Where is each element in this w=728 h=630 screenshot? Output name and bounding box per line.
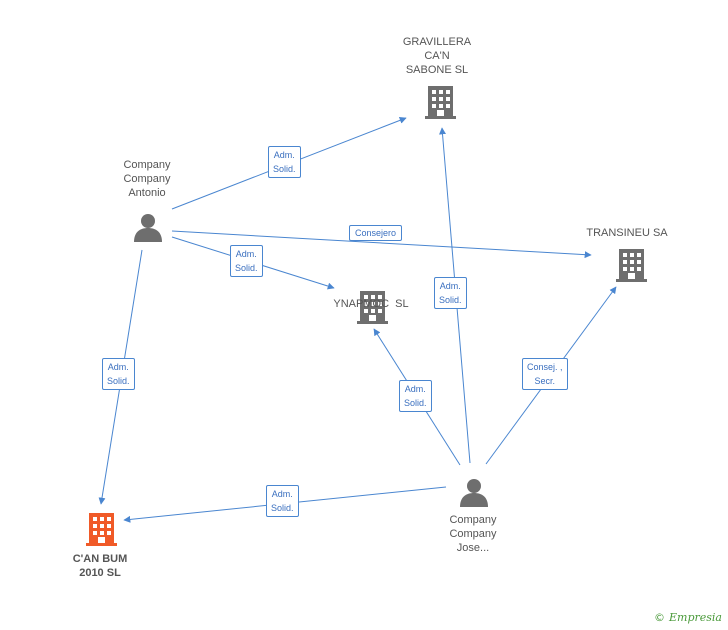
edge-label-line: Adm. — [404, 384, 426, 394]
label-line: Company — [123, 159, 171, 171]
label-line: CA'N — [424, 50, 450, 62]
edge-label-line: Adm. — [273, 150, 295, 160]
label-line: GRAVILLERA — [402, 36, 472, 48]
label-line: C'AN BUM — [72, 553, 128, 565]
label-line: TRANSINEU SA — [586, 227, 668, 239]
node-label-transineu[interactable]: TRANSINEU SA — [582, 226, 672, 240]
edge-label-line: Consejero — [355, 228, 397, 238]
edge-label-line: Solid. — [273, 164, 296, 174]
edge-label-line: Solid. — [439, 295, 462, 305]
edge-label-jose-ynapmoc[interactable]: Adm. Solid. — [399, 380, 432, 412]
label-line: Antonio — [128, 187, 166, 199]
label-line: YNAPMOC SL — [333, 298, 409, 310]
node-label-canbum[interactable]: C'AN BUM 2010 SL — [60, 552, 140, 580]
building-icon[interactable] — [616, 249, 647, 282]
label-line: Company — [449, 514, 497, 526]
edge-label-line: Solid. — [404, 398, 427, 408]
building-icon[interactable] — [357, 291, 388, 324]
edge-label-line: Adm. — [271, 489, 293, 499]
brand-name: Empresia — [669, 611, 722, 624]
label-line: Company — [449, 528, 497, 540]
edge-label-line: Consej. , — [527, 362, 563, 372]
label-line: Company — [123, 173, 171, 185]
edge-label-line: Adm. — [107, 362, 129, 372]
node-label-ynapmoc[interactable]: YNAPMOC SL — [326, 269, 416, 325]
brand-watermark: © Empresia — [654, 611, 722, 624]
node-label-jose[interactable]: Company Company Jose... — [433, 513, 513, 555]
edge-label-jose-transineu[interactable]: Consej. , Secr. — [522, 358, 568, 390]
edge-label-antonio-ynapmoc[interactable]: Adm. Solid. — [230, 245, 263, 277]
person-icon[interactable] — [134, 214, 162, 242]
edge-label-antonio-gravillera[interactable]: Adm. Solid. — [268, 146, 301, 178]
node-label-antonio[interactable]: Company Company Antonio — [107, 158, 187, 200]
label-line: Jose... — [456, 542, 490, 554]
edge-label-jose-canbum[interactable]: Adm. Solid. — [266, 485, 299, 517]
edge-label-line: Adm. — [439, 281, 461, 291]
label-line: SABONE SL — [405, 64, 469, 76]
edge-label-line: Solid. — [235, 263, 258, 273]
building-icon[interactable] — [86, 513, 117, 546]
edge-label-line: Solid. — [271, 503, 294, 513]
edge-label-jose-gravillera[interactable]: Adm. Solid. — [434, 277, 467, 309]
edge-antonio-transineu — [171, 230, 592, 259]
copyright-symbol: © — [654, 611, 665, 624]
node-label-gravillera[interactable]: GRAVILLERA CA'N SABONE SL — [392, 35, 482, 77]
edge-label-line: Solid. — [107, 376, 130, 386]
edge-label-line: Adm. — [235, 249, 257, 259]
label-line: 2010 SL — [79, 567, 121, 579]
person-icon[interactable] — [460, 479, 488, 507]
building-icon[interactable] — [425, 86, 456, 119]
edge-label-antonio-canbum[interactable]: Adm. Solid. — [102, 358, 135, 390]
edge-label-line: Secr. — [534, 376, 556, 386]
edge-label-antonio-transineu[interactable]: Consejero — [349, 225, 403, 241]
